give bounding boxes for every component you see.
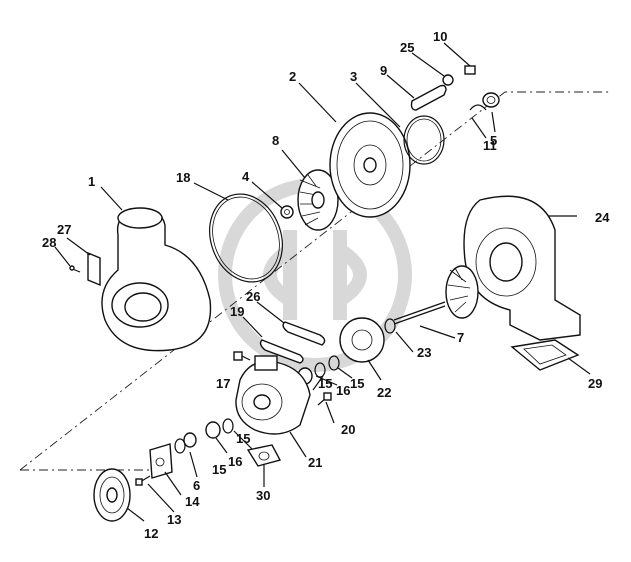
- callout-28: 28: [42, 235, 56, 250]
- thrust-bearing: [149, 443, 173, 479]
- oil-drain-gasket: [246, 444, 282, 467]
- compressor-wheel: [297, 169, 339, 231]
- callout-11: 11: [483, 138, 497, 153]
- seal-insert: [482, 92, 500, 108]
- callout-10: 10: [433, 29, 447, 44]
- cap-screw-13: [135, 475, 151, 486]
- callout-20: 20: [341, 422, 355, 437]
- callout-30: 30: [256, 488, 270, 503]
- turbine-wheel-shaft: [393, 265, 479, 325]
- lock-plate: [410, 84, 447, 111]
- callout-6: 6: [193, 478, 200, 493]
- callout-2: 2: [289, 69, 296, 84]
- turbine-gasket: [510, 339, 580, 371]
- heat-shield: [339, 317, 385, 363]
- thrust-collar-plate: [93, 468, 131, 522]
- lock-nut: [280, 205, 294, 219]
- callout-27: 27: [57, 222, 71, 237]
- callout-1: 1: [88, 174, 95, 189]
- callout-labels: 1 2 3 4 5 6 7 8 9 10 11 12 13 14 15 15 1…: [42, 29, 610, 541]
- o-ring-large: [209, 193, 283, 283]
- callout-25: 25: [400, 40, 414, 55]
- leader-lines: [54, 42, 591, 522]
- name-plate: [87, 251, 101, 287]
- callout-16-upper: 16: [336, 383, 350, 398]
- lock-plate-upper: [282, 321, 326, 346]
- callout-24: 24: [595, 210, 610, 225]
- cap-screw: [464, 65, 476, 75]
- lock-plate-lower: [259, 339, 304, 364]
- callout-23: 23: [417, 345, 431, 360]
- turbine-housing: [463, 195, 581, 341]
- cap-screw-17: [233, 351, 251, 361]
- bearing-6: [183, 432, 197, 448]
- callout-29: 29: [588, 376, 602, 391]
- ring-15-upper: [314, 362, 326, 378]
- drive-screw: [69, 265, 81, 273]
- retaining-ring: [469, 104, 487, 111]
- compressor-housing: [101, 207, 212, 352]
- ring-15-mid: [328, 355, 340, 371]
- callout-3: 3: [350, 69, 357, 84]
- callout-17: 17: [216, 376, 230, 391]
- callout-19: 19: [230, 304, 244, 319]
- callout-14: 14: [185, 494, 200, 509]
- callout-16-lower: 16: [228, 454, 242, 469]
- callout-15-lower-a: 15: [212, 462, 226, 477]
- callout-15-upper-b: 15: [350, 376, 364, 391]
- callout-5: 5: [490, 133, 497, 148]
- callout-4: 4: [242, 169, 250, 184]
- callout-22: 22: [377, 385, 391, 400]
- callout-21: 21: [308, 455, 322, 470]
- ring-15-lower-b: [174, 438, 186, 454]
- callout-13: 13: [167, 512, 181, 527]
- seal-ring: [403, 115, 445, 165]
- callout-18: 18: [176, 170, 190, 185]
- cap-screw-20: [317, 392, 332, 406]
- callout-8: 8: [272, 133, 279, 148]
- bearing-16-lower: [205, 421, 221, 439]
- callout-26: 26: [246, 289, 260, 304]
- ring-15-lower-a: [222, 418, 234, 434]
- center-housing: [235, 355, 311, 435]
- callout-7: 7: [457, 330, 464, 345]
- callout-15-upper-a: 15: [318, 376, 332, 391]
- lock-washer: [442, 74, 454, 86]
- callout-12: 12: [144, 526, 158, 541]
- callout-15-lower-b: 15: [236, 431, 250, 446]
- callout-9: 9: [380, 63, 387, 78]
- back-plate: [329, 112, 411, 218]
- piston-ring: [384, 318, 396, 334]
